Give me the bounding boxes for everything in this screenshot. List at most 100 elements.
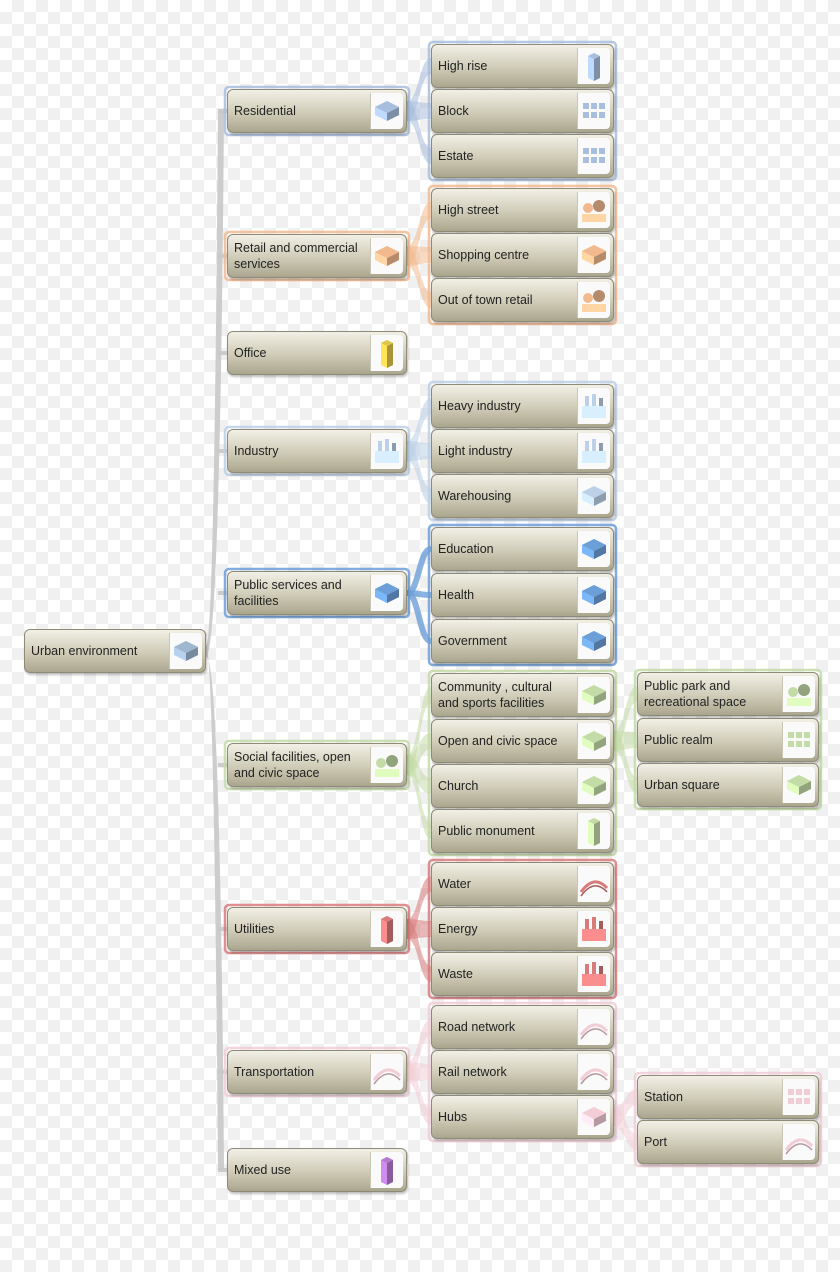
node-icon-box — [370, 747, 403, 783]
node-icon-box — [577, 282, 610, 318]
node-sub-retail-0: High street — [431, 188, 614, 232]
stadium-icon — [582, 685, 606, 705]
node-sub-residential-2: Estate — [431, 134, 614, 178]
node-label: Community , cultural and sports faciliti… — [438, 680, 552, 710]
node-icon-box — [577, 866, 610, 902]
government-icon — [582, 631, 606, 651]
civic-space-icon — [582, 731, 606, 751]
node-label: Mixed use — [234, 1163, 291, 1177]
node-sub-social-1: Open and civic space — [431, 719, 614, 763]
node-icon-box — [370, 238, 403, 274]
node-leaf-transport-2-1: Port — [637, 1120, 819, 1164]
node-icon-box — [577, 1099, 610, 1135]
node-label: Residential — [234, 104, 296, 118]
hospital-icon — [582, 585, 606, 605]
estate-icon — [583, 148, 605, 163]
node-label: Urban environment — [31, 644, 138, 658]
trees-icon — [787, 684, 811, 706]
block-grid-icon — [583, 103, 605, 118]
cooling-towers-icon — [381, 916, 393, 944]
mall-icon — [582, 245, 606, 265]
node-label: Open and civic space — [438, 734, 558, 748]
shops-icon — [375, 246, 399, 266]
node-cat-social: Social facilities, open and civic space — [227, 743, 407, 787]
node-icon-box — [577, 813, 610, 849]
node-leaf-social-1-2: Urban square — [637, 763, 819, 807]
node-label: Road network — [438, 1020, 516, 1034]
node-sub-social-2: Church — [431, 764, 614, 808]
school-icon — [582, 539, 606, 559]
connector-transport — [407, 1062, 431, 1125]
node-icon-box — [577, 388, 610, 424]
power-plant-icon — [582, 917, 606, 941]
monument-icon — [588, 818, 600, 846]
node-sub-transport-2: Hubs — [431, 1095, 614, 1139]
node-label: Industry — [234, 444, 279, 458]
node-label: Social facilities, open and civic space — [234, 750, 351, 780]
node-icon-box — [169, 633, 202, 669]
node-label: Out of town retail — [438, 293, 533, 307]
church-icon — [582, 776, 606, 796]
group-frame-social — [427, 669, 618, 857]
node-sub-retail-2: Out of town retail — [431, 278, 614, 322]
heavy-industry-icon — [582, 394, 606, 418]
node-icon-box — [577, 192, 610, 228]
node-icon-box — [370, 911, 403, 947]
node-icon-box — [577, 911, 610, 947]
node-sub-public-1: Health — [431, 573, 614, 617]
node-cat-residential: Residential — [227, 89, 407, 133]
connector-sub-7-2 — [614, 1107, 637, 1150]
node-icon-box — [577, 93, 610, 129]
node-sub-transport-0: Road network — [431, 1005, 614, 1049]
node-icon-box — [370, 575, 403, 611]
park-icon — [375, 755, 399, 777]
node-label: Water — [438, 877, 471, 891]
node-sub-industry-2: Warehousing — [431, 474, 614, 518]
node-icon-box — [370, 433, 403, 469]
connector-sub-5-1 — [614, 731, 637, 793]
port-icon — [784, 1138, 814, 1155]
node-cat-transport: Transportation — [227, 1050, 407, 1094]
subgroup-frame-7-2 — [633, 1071, 823, 1168]
node-label: Public services and facilities — [234, 578, 342, 608]
node-cat-office: Office — [227, 331, 407, 375]
office-tower-icon — [381, 340, 393, 368]
node-icon-box — [577, 138, 610, 174]
node-sub-utilities-2: Waste — [431, 952, 614, 996]
transport-icon — [372, 1068, 402, 1085]
node-cat-industry: Industry — [227, 429, 407, 473]
node-sub-industry-0: Heavy industry — [431, 384, 614, 428]
node-label: Office — [234, 346, 267, 360]
node-cat-public: Public services and facilities — [227, 571, 407, 615]
factory-icon — [375, 439, 399, 463]
root-trunk-lower — [206, 645, 224, 1170]
connector-industry — [407, 441, 431, 504]
node-leaf-social-1-1: Public realm — [637, 718, 819, 762]
node-label: Light industry — [438, 444, 513, 458]
node-label: Warehousing — [438, 489, 512, 503]
node-sub-public-0: Education — [431, 527, 614, 571]
node-icon-box — [782, 767, 815, 803]
node-label: Waste — [438, 967, 473, 981]
node-sub-utilities-1: Energy — [431, 907, 614, 951]
node-icon-box — [577, 623, 610, 659]
tower-icon — [588, 53, 600, 81]
node-icon-box — [577, 48, 610, 84]
mixed-use-icon — [381, 1157, 393, 1185]
node-label: Heavy industry — [438, 399, 521, 413]
public-building-icon — [375, 583, 399, 603]
node-icon-box — [782, 722, 815, 758]
node-sub-public-2: Government — [431, 619, 614, 663]
node-icon-box — [577, 1054, 610, 1090]
node-cat-retail: Retail and commercial services — [227, 234, 407, 278]
node-leaf-transport-2-0: Station — [637, 1075, 819, 1119]
node-label: Retail and commercial services — [234, 241, 358, 271]
node-label: Hubs — [438, 1110, 468, 1124]
node-label: Port — [644, 1135, 667, 1149]
public-realm-icon — [788, 732, 810, 747]
node-icon-box — [782, 1124, 815, 1160]
node-label: Education — [438, 542, 494, 556]
station-icon — [788, 1089, 810, 1104]
